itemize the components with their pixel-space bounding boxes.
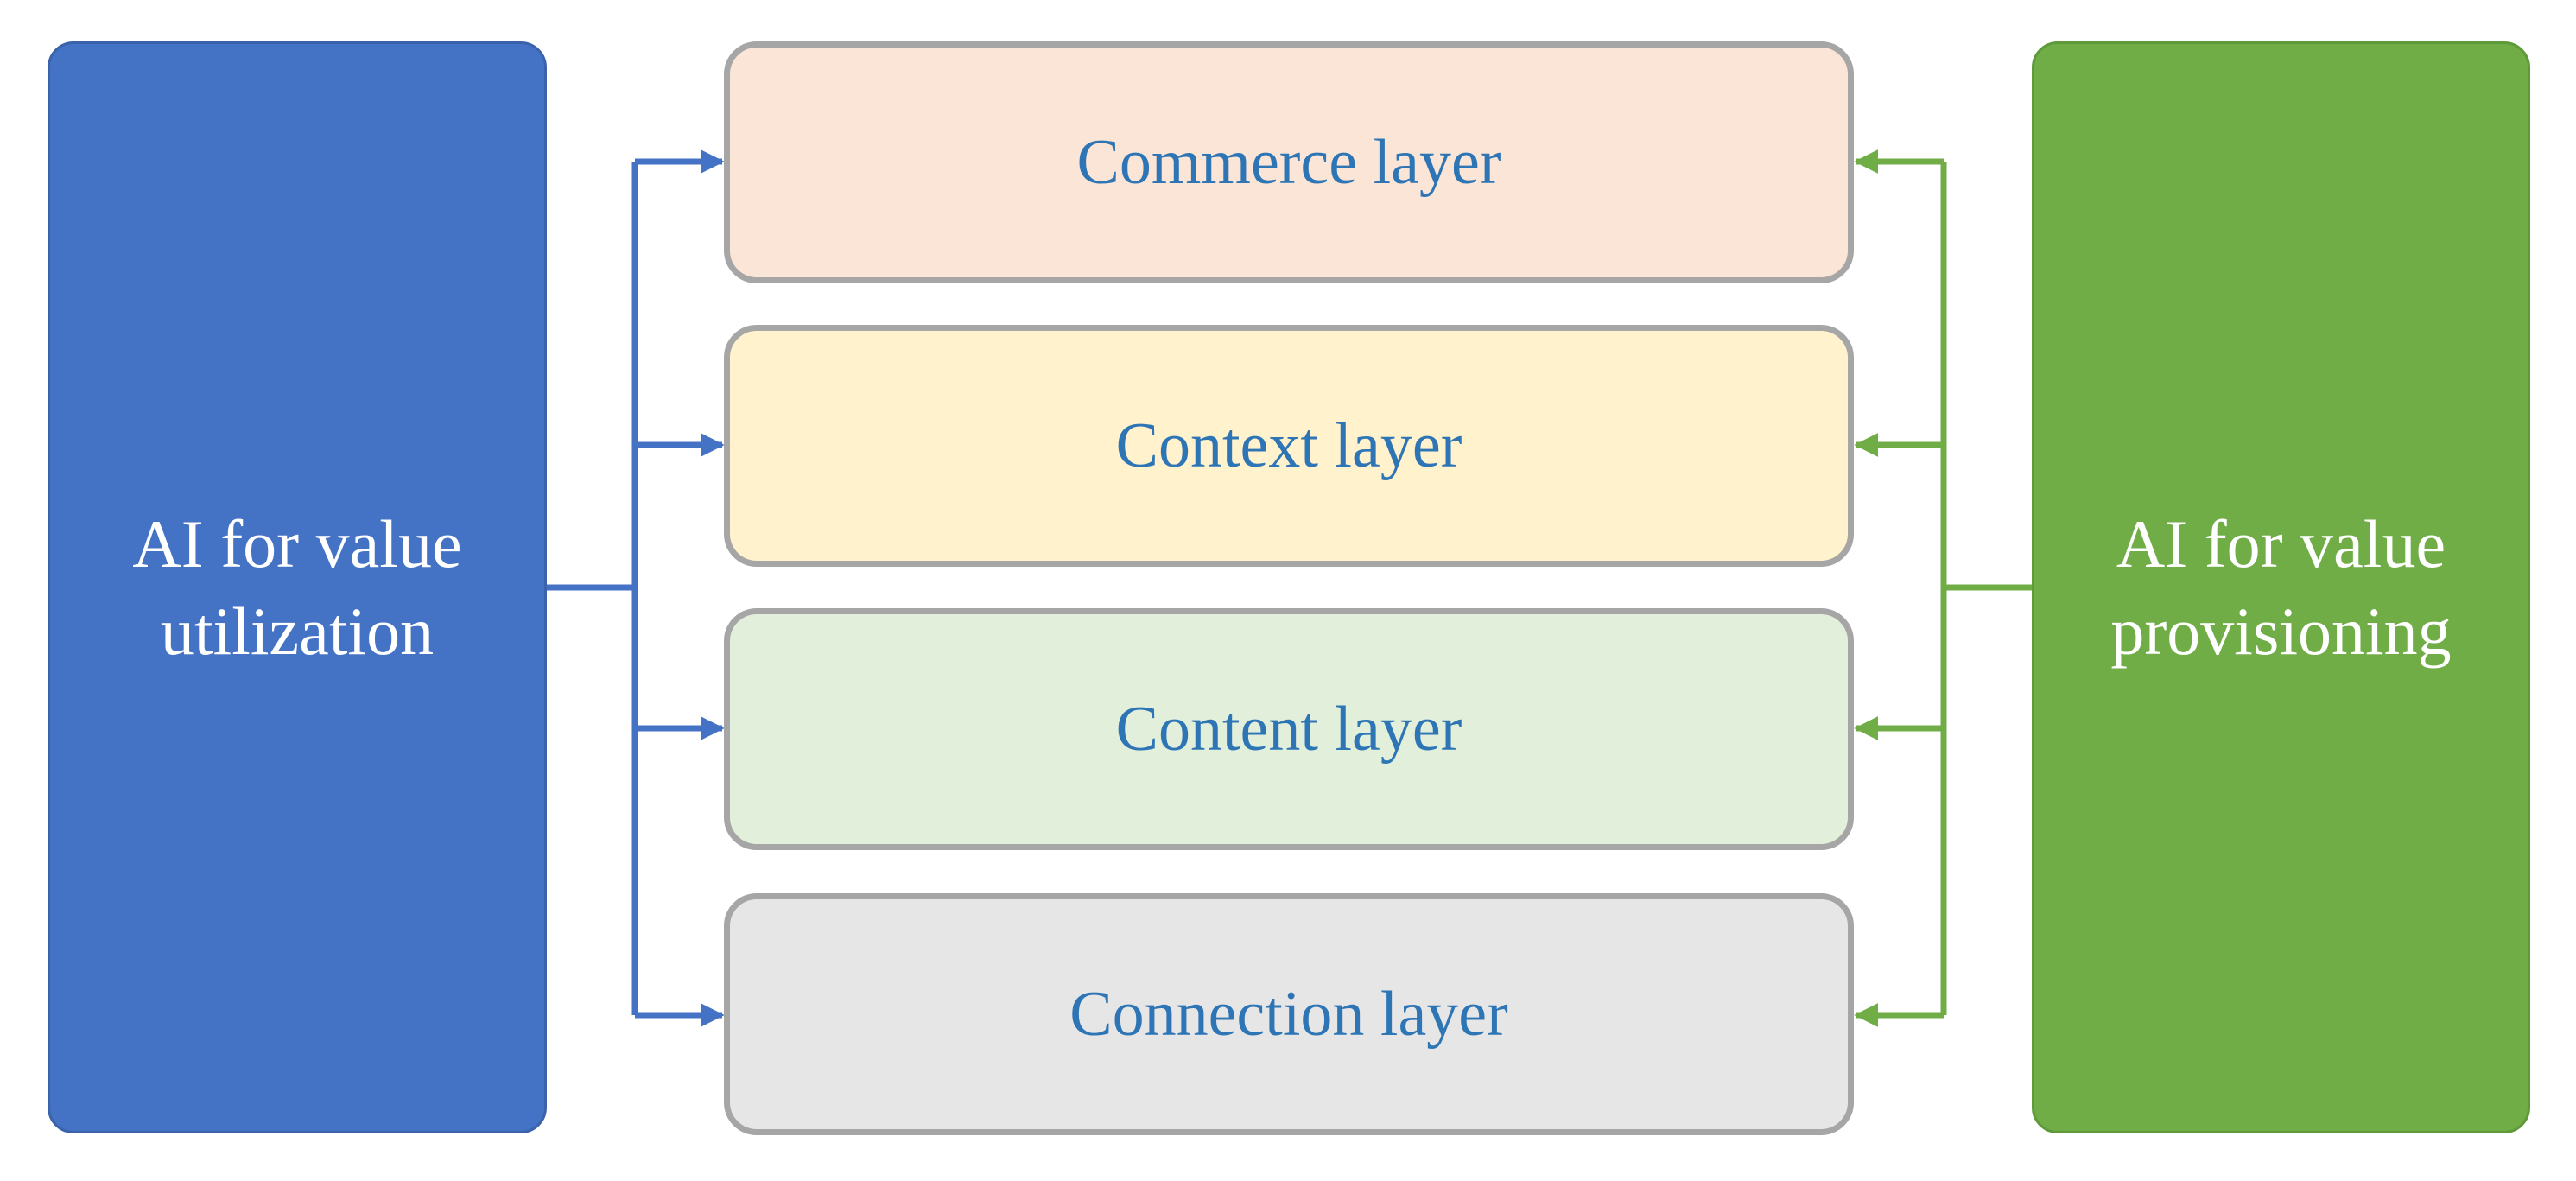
ai-value-utilization-label: AI for value utilization: [132, 500, 461, 676]
context-layer-label: Context layer: [1115, 410, 1462, 481]
right-connector-group: [1854, 149, 2032, 1027]
content-layer-label: Content layer: [1115, 693, 1462, 765]
context-layer-box: Context layer: [724, 325, 1854, 567]
ai-value-provisioning-label: AI for value provisioning: [2110, 500, 2451, 676]
content-layer-box: Content layer: [724, 608, 1854, 850]
connection-layer-label: Connection layer: [1069, 978, 1508, 1050]
right-box-line-2: provisioning: [2110, 594, 2452, 669]
connection-layer-box: Connection layer: [724, 893, 1854, 1135]
ai-value-utilization-box: AI for value utilization: [48, 41, 547, 1133]
left-box-line-1: AI for value: [132, 505, 462, 581]
right-box-line-1: AI for value: [2116, 505, 2446, 581]
commerce-layer-label: Commerce layer: [1076, 126, 1501, 198]
left-box-line-2: utilization: [160, 594, 435, 669]
ai-value-provisioning-box: AI for value provisioning: [2032, 41, 2530, 1133]
left-connector-group: [547, 149, 725, 1027]
commerce-layer-box: Commerce layer: [724, 41, 1854, 283]
